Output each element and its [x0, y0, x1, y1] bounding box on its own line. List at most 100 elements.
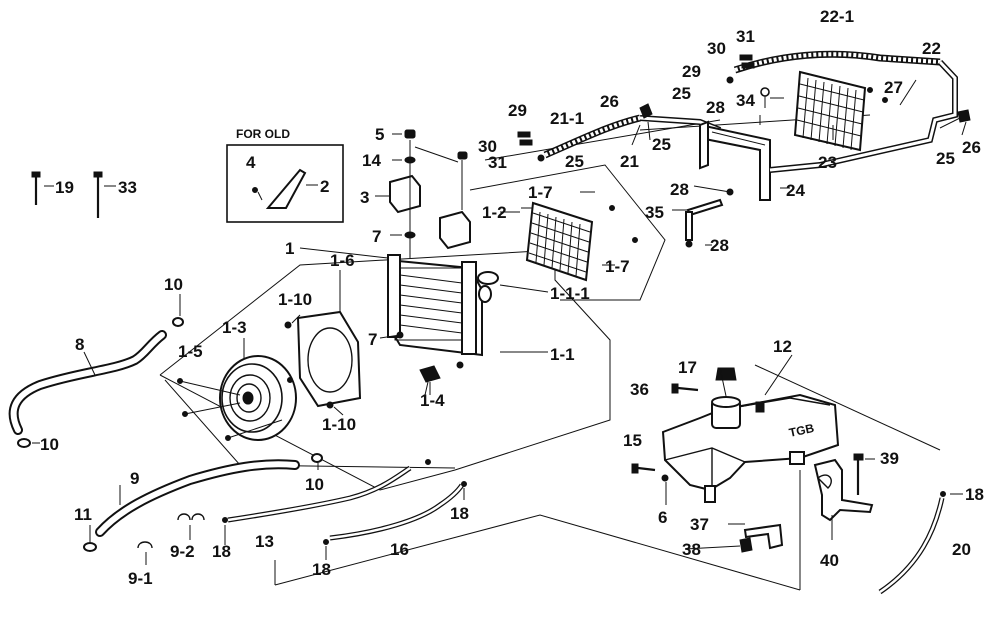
callout-7-lower: 7	[368, 330, 377, 349]
callout-8: 8	[75, 335, 84, 354]
callout-5: 5	[375, 125, 384, 144]
bolts-15-36	[631, 383, 699, 474]
callout-40: 40	[820, 551, 839, 570]
callout-1-1-1: 1-1-1	[550, 284, 590, 303]
radiator-assembly	[299, 247, 549, 369]
callout-10-left: 10	[40, 435, 59, 454]
callout-9-2: 9-2	[170, 542, 195, 561]
hose-21-1	[517, 114, 641, 162]
callout-20: 20	[952, 540, 971, 559]
hose-13	[222, 459, 431, 523]
callout-1-1: 1-1	[550, 345, 575, 364]
oil-cooler-23	[793, 70, 888, 152]
bolt-33	[93, 171, 116, 218]
callout-26-center: 26	[600, 92, 619, 111]
callout-16: 16	[390, 540, 409, 559]
callout-10-center: 10	[305, 475, 324, 494]
hose-20	[878, 491, 946, 595]
callout-25-a: 25	[565, 152, 584, 171]
callout-30-left: 30	[478, 137, 497, 156]
for-old-inset	[226, 144, 344, 223]
small-parts-28-34-35	[685, 87, 770, 248]
callout-10-top: 10	[164, 275, 183, 294]
hose-22-1	[726, 50, 941, 84]
callout-9-1: 9-1	[128, 569, 153, 588]
callout-25-c: 25	[672, 84, 691, 103]
callout-28-bottom: 28	[710, 236, 729, 255]
callout-24: 24	[786, 181, 805, 200]
callout-31-right: 31	[736, 27, 755, 46]
callout-1-7-lower: 1-7	[605, 257, 630, 276]
callout-28-middle: 28	[670, 180, 689, 199]
fan-shroud	[296, 270, 362, 408]
assembly-outline-lines	[159, 114, 941, 591]
callout-29-right: 29	[682, 62, 701, 81]
callout-19: 19	[55, 178, 74, 197]
hose-16	[323, 481, 467, 545]
callout-18-d: 18	[965, 485, 984, 504]
callout-21: 21	[620, 152, 639, 171]
callout-35: 35	[645, 203, 664, 222]
callout-labels: FOR OLD 19 33 4 2 5 14 3 7 7 1 1-6 1-10 …	[40, 7, 984, 588]
callout-18-c: 18	[450, 504, 469, 523]
callout-25-d: 25	[936, 149, 955, 168]
cooling-fan	[177, 338, 297, 441]
coolant-reservoir: TGB	[661, 367, 840, 503]
bolt-19	[31, 171, 54, 205]
callout-1-7-upper: 1-7	[528, 183, 553, 202]
callout-36: 36	[630, 380, 649, 399]
pipe-22	[769, 59, 971, 173]
callout-leader-lines	[83, 79, 967, 565]
callout-30-right: 30	[707, 39, 726, 58]
callout-28-top: 28	[706, 98, 725, 117]
callout-1-6: 1-6	[330, 251, 355, 270]
callout-26-right: 26	[962, 138, 981, 157]
callout-1: 1	[285, 239, 294, 258]
callout-9: 9	[130, 469, 139, 488]
hose-8	[8, 317, 184, 448]
callout-1-4: 1-4	[420, 391, 445, 410]
callout-25-b: 25	[652, 135, 671, 154]
small-hardware	[284, 321, 441, 409]
callout-22-1: 22-1	[820, 7, 854, 26]
callout-13: 13	[255, 532, 274, 551]
callout-27: 27	[884, 78, 903, 97]
callout-38: 38	[682, 540, 701, 559]
reservoir-brand-label: TGB	[788, 421, 816, 440]
callout-18-a: 18	[212, 542, 231, 561]
callout-39: 39	[880, 449, 899, 468]
callout-29-left: 29	[508, 101, 527, 120]
callout-21-1: 21-1	[550, 109, 584, 128]
callout-34: 34	[736, 91, 755, 110]
callout-33: 33	[118, 178, 137, 197]
callout-4: 4	[246, 153, 256, 172]
callout-2: 2	[320, 177, 329, 196]
callout-3: 3	[360, 188, 369, 207]
callout-1-10-lower: 1-10	[322, 415, 356, 434]
callout-1-2: 1-2	[482, 203, 507, 222]
oil-cooler-bracket-24	[699, 120, 771, 201]
callout-1-10-upper: 1-10	[278, 290, 312, 309]
reservoir-bracket-40	[813, 453, 874, 522]
callout-17: 17	[678, 358, 697, 377]
inset-title: FOR OLD	[236, 127, 290, 141]
callout-37: 37	[690, 515, 709, 534]
callout-31-left: 31	[488, 153, 507, 172]
callout-1-5: 1-5	[178, 342, 203, 361]
callout-22: 22	[922, 39, 941, 58]
callout-11: 11	[74, 505, 92, 524]
callout-12: 12	[773, 337, 792, 356]
callout-23: 23	[818, 153, 837, 172]
callout-15: 15	[623, 431, 642, 450]
bracket-37-38	[728, 523, 784, 553]
hose-9	[83, 453, 323, 552]
callout-6: 6	[658, 508, 667, 527]
callout-18-b: 18	[312, 560, 331, 579]
radiator-screen	[521, 201, 638, 282]
mount-parts-stack	[375, 129, 471, 258]
callout-7-upper: 7	[372, 227, 381, 246]
callout-1-3: 1-3	[222, 318, 247, 337]
callout-14: 14	[362, 151, 381, 170]
